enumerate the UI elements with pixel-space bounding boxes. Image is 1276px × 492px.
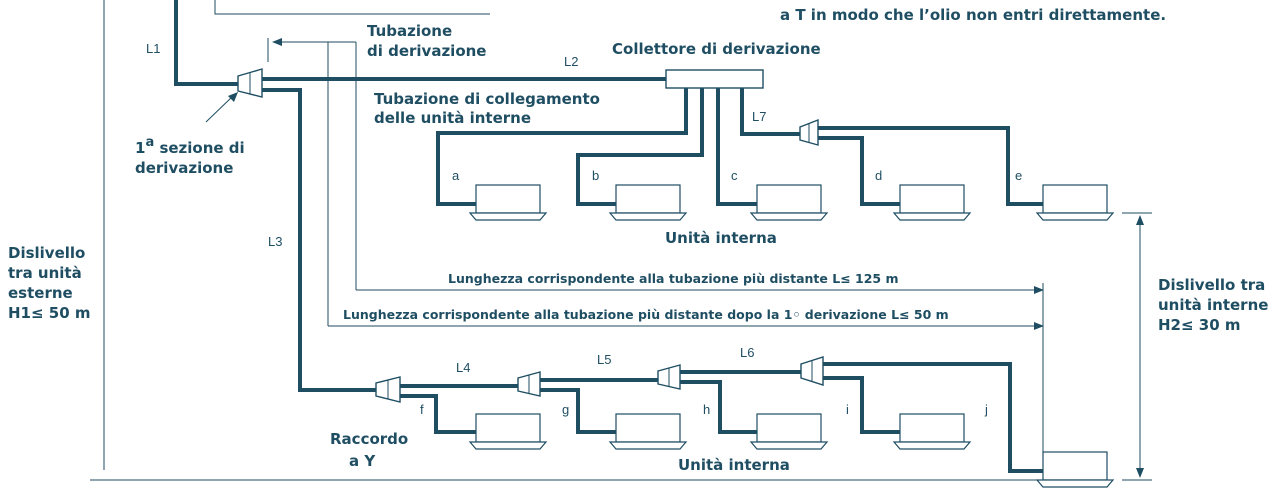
branch-pointer-head <box>228 92 238 102</box>
letter-b: b <box>592 168 599 183</box>
label-tubazione-derivazione-2: di derivazione <box>367 42 486 60</box>
letter-j: j <box>984 402 988 417</box>
pipe-to-h <box>678 380 757 434</box>
label-L1: L1 <box>146 41 160 56</box>
label-L4: L4 <box>456 360 470 375</box>
top-reference-line <box>214 0 490 15</box>
label-L6: L6 <box>740 345 754 360</box>
label-collegamento-1: Tubazione di collegamento <box>374 90 600 108</box>
y-joint-L7 <box>799 118 819 146</box>
top-arrow-head <box>272 38 282 46</box>
label-collettore: Collettore di derivazione <box>612 40 821 58</box>
letter-g: g <box>562 402 569 417</box>
pipe-to-g <box>538 388 616 434</box>
label-L3: L3 <box>268 234 282 249</box>
h2-arrow-up <box>1136 215 1144 225</box>
label-dislivello-esterne-1: Dislivello <box>8 244 85 262</box>
pipe-to-e <box>818 126 1043 206</box>
y-joint-first <box>237 68 263 98</box>
indoor-unit-d <box>892 184 972 221</box>
letter-i: i <box>846 402 849 417</box>
label-dislivello-interne-1: Dislivello tra <box>1158 276 1265 294</box>
label-dislivello-interne-2: unità interne <box>1158 296 1268 314</box>
indoor-unit-f <box>468 413 548 450</box>
label-collegamento-2: delle unità interne <box>374 109 531 127</box>
top-note-line: a T in modo che l’olio non entri diretta… <box>780 6 1166 24</box>
pipe-to-a <box>436 88 688 206</box>
label-dislivello-esterne-3: esterne <box>8 284 73 302</box>
pipe-to-c <box>716 88 757 206</box>
label-lunghezza-1: Lunghezza corrispondente alla tubazione … <box>448 271 899 286</box>
letter-f: f <box>420 402 424 417</box>
y-joint-i <box>800 356 824 386</box>
pipe-to-j <box>822 362 1043 473</box>
label-raccordo-2: a Y <box>349 452 376 470</box>
pipe-L3 <box>262 88 378 392</box>
pipe-to-d <box>818 136 900 206</box>
indoor-unit-i <box>892 413 972 450</box>
branch-header <box>665 69 764 89</box>
y-joint-g <box>517 371 541 397</box>
y-joint-f <box>375 376 401 403</box>
pipe-to-i <box>822 376 900 434</box>
letter-d: d <box>875 168 882 183</box>
length-arrow-2 <box>1034 322 1044 330</box>
letter-e: e <box>1015 168 1022 183</box>
letter-a: a <box>452 168 460 183</box>
label-raccordo-1: Raccordo <box>330 430 408 448</box>
label-lunghezza-2: Lunghezza corrispondente alla tubazione … <box>343 307 949 322</box>
letter-c: c <box>731 168 738 183</box>
label-dislivello-esterne-4: H1≤ 50 m <box>8 304 91 322</box>
label-L5: L5 <box>597 352 611 367</box>
branch-pointer-line <box>205 95 234 123</box>
y-joint-h <box>657 364 681 390</box>
pipe-L1 <box>174 0 245 86</box>
indoor-unit-b <box>608 184 688 221</box>
indoor-unit-j <box>1035 451 1115 488</box>
h2-arrow-down <box>1136 468 1144 478</box>
label-tubazione-derivazione-1: Tubazione <box>367 22 452 40</box>
label-L2: L2 <box>564 54 578 69</box>
label-sezione-2: derivazione <box>135 159 233 177</box>
indoor-unit-g <box>608 413 688 450</box>
indoor-unit-h <box>749 413 829 450</box>
indoor-unit-c <box>749 184 829 221</box>
indoor-unit-e <box>1035 184 1115 221</box>
label-sezione-1: 1a sezione di <box>135 135 245 157</box>
label-L7: L7 <box>752 109 766 124</box>
label-dislivello-interne-3: H2≤ 30 m <box>1158 316 1241 334</box>
length-arrow-1 <box>1034 286 1044 294</box>
label-unita-interna-bottom: Unità interna <box>678 456 790 474</box>
label-dislivello-esterne-2: tra unità <box>8 264 82 282</box>
pipe-to-f <box>398 394 476 434</box>
pipe-L7 <box>740 88 800 136</box>
pipe-to-b <box>576 88 704 206</box>
letter-h: h <box>703 402 710 417</box>
indoor-unit-a <box>468 184 548 221</box>
label-unita-interna-top: Unità interna <box>665 229 777 247</box>
